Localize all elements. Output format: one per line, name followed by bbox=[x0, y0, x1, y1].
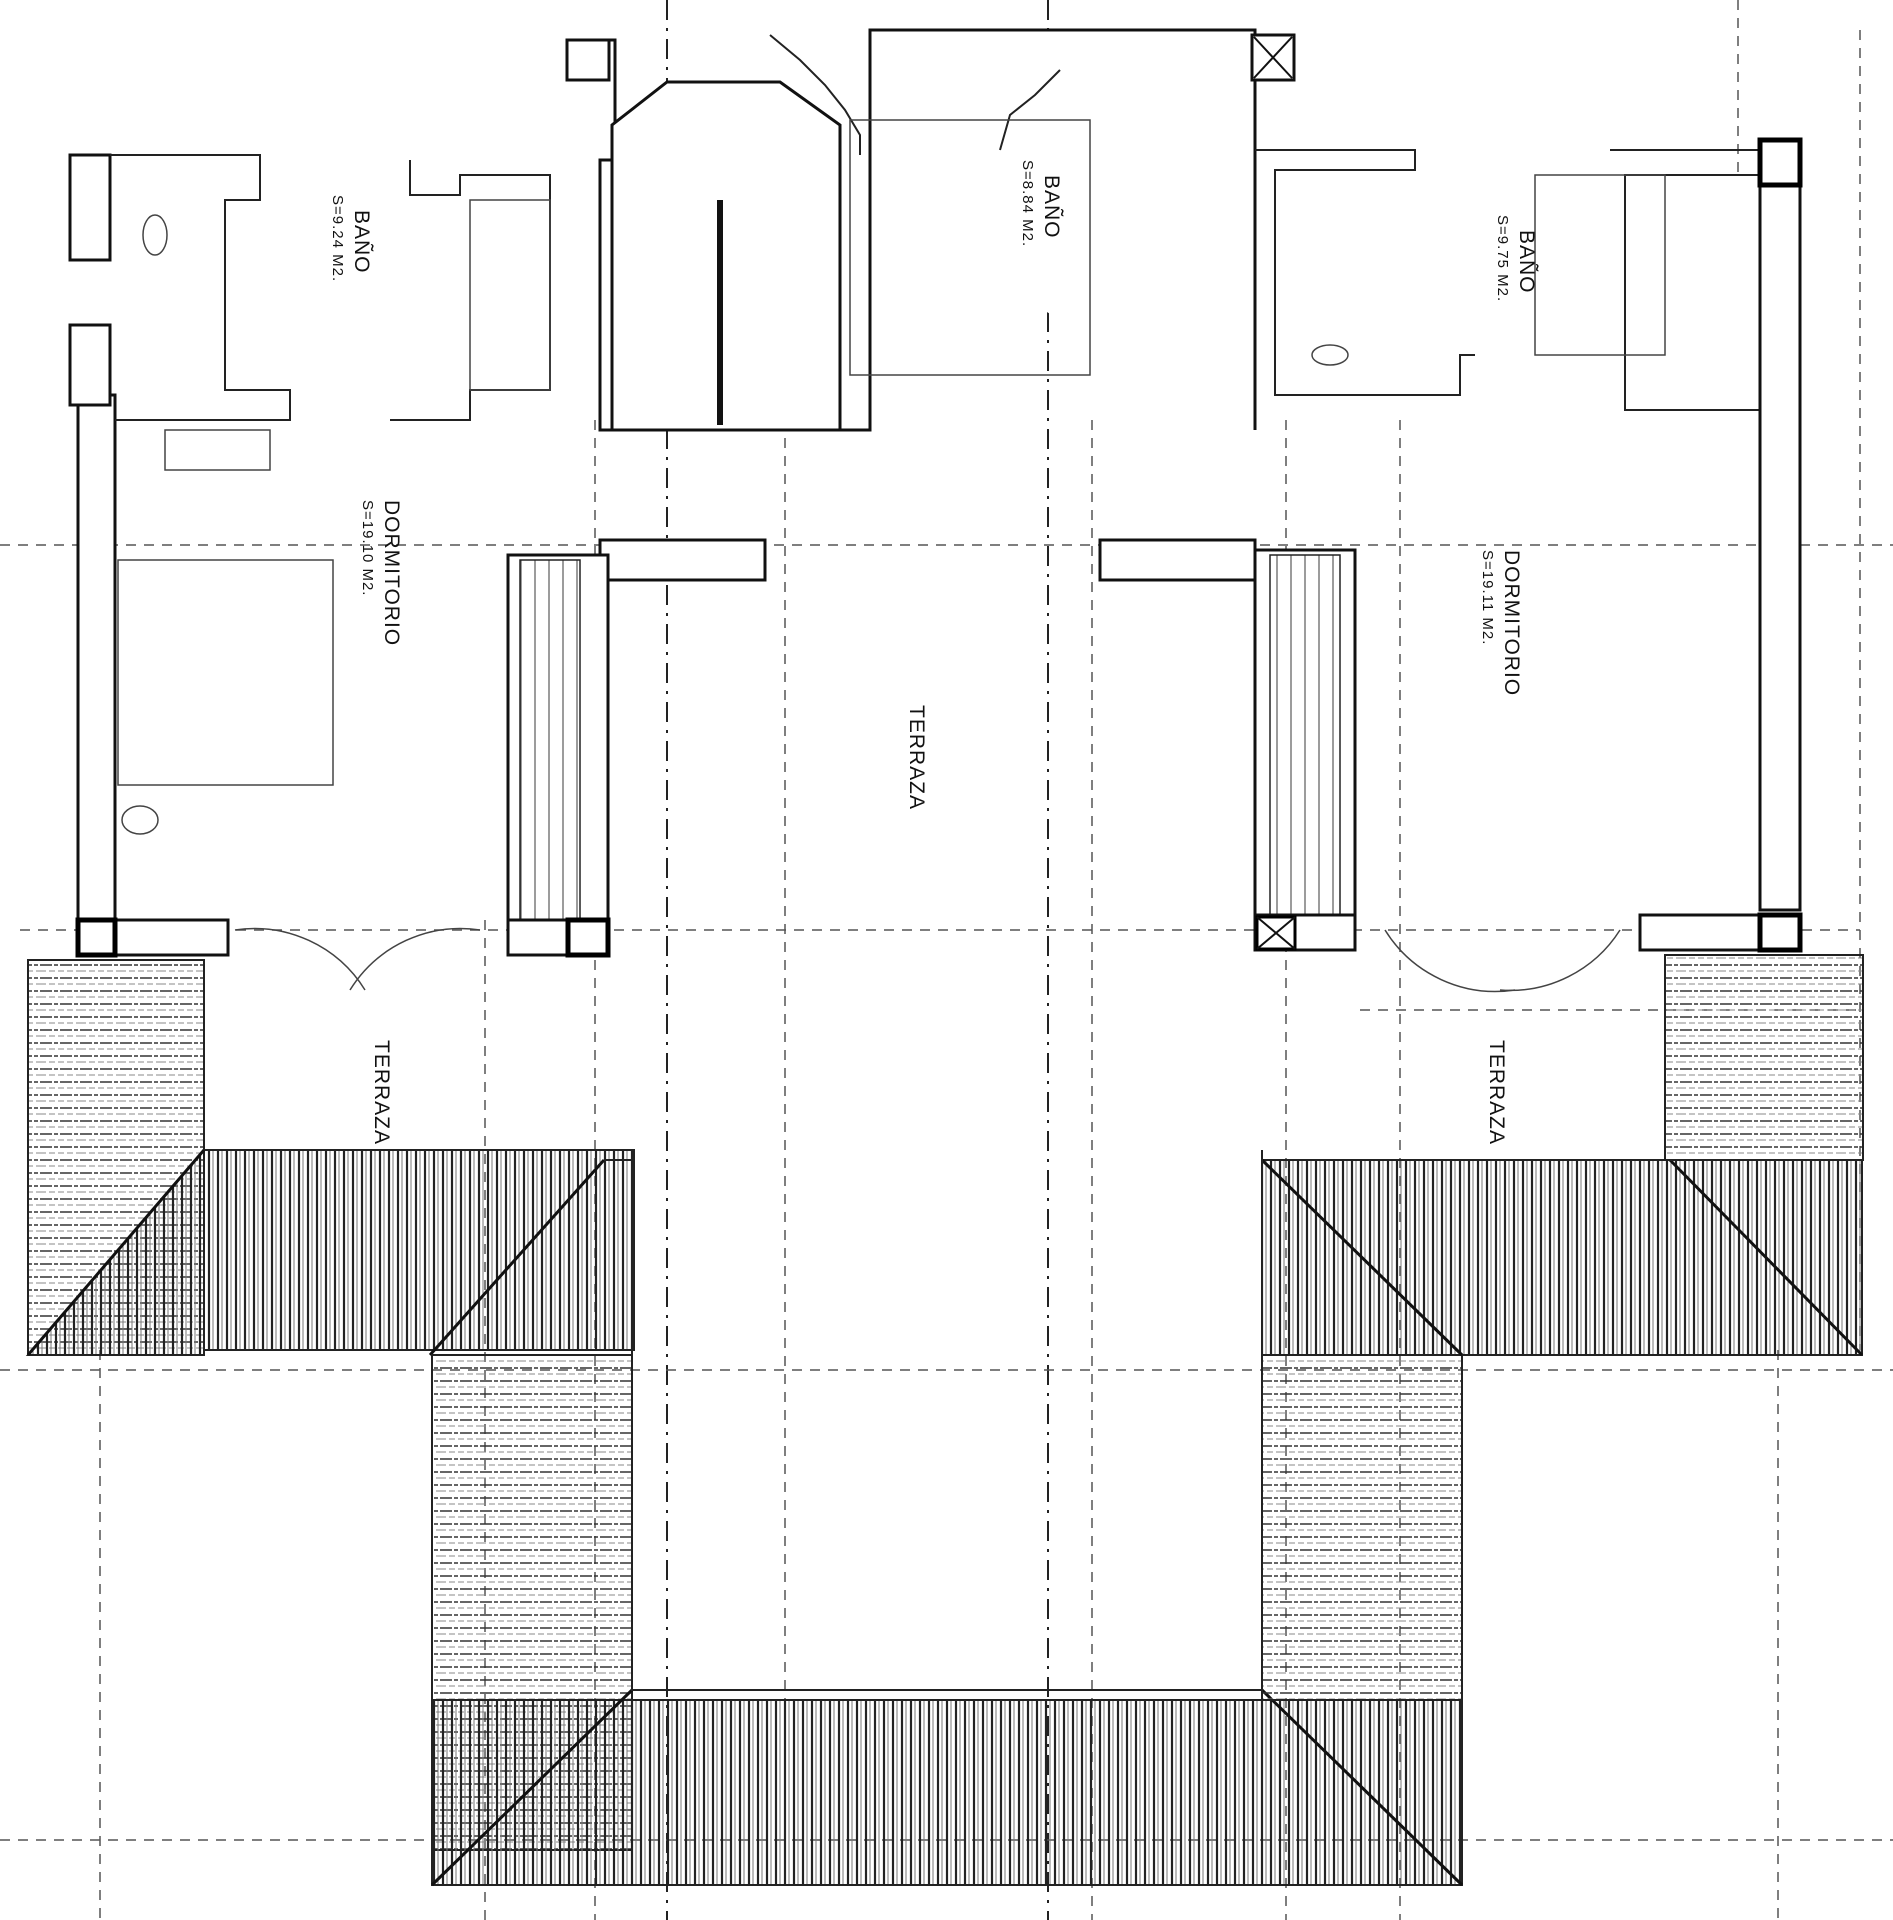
walls bbox=[68, 28, 1803, 1150]
dormitorio-right-name: DORMITORIO bbox=[1500, 550, 1523, 696]
dormitorio-left-area: S=19.10 M2. bbox=[359, 500, 376, 596]
room-labels: BAÑO S=9.24 M2. BAÑO S=8.84 M2. BAÑO S=9… bbox=[329, 160, 1539, 1145]
roof-right bbox=[1664, 954, 1864, 1161]
bano-left-area: S=9.24 M2. bbox=[329, 195, 346, 282]
bano-right-name: BAÑO bbox=[1515, 230, 1539, 294]
bano-center-name: BAÑO bbox=[1040, 175, 1064, 239]
bano-center-area: S=8.84 M2. bbox=[1019, 160, 1036, 247]
bano-left-name: BAÑO bbox=[350, 210, 374, 274]
terraza-center-label: TERRAZA bbox=[905, 705, 928, 810]
central-terrace-outline bbox=[604, 1150, 1263, 1691]
roof-left bbox=[25, 959, 635, 1356]
dormitorio-right-area: S=19.11 M2. bbox=[1479, 550, 1496, 645]
dormitorio-left-name: DORMITORIO bbox=[380, 500, 403, 646]
roof-center-right bbox=[1260, 1158, 1864, 1701]
fixtures bbox=[117, 214, 1349, 835]
doors bbox=[234, 927, 1621, 993]
roof-center-left bbox=[430, 1354, 1464, 1887]
terraza-right-label: TERRAZA bbox=[1485, 1040, 1508, 1145]
terraza-left-label: TERRAZA bbox=[370, 1040, 393, 1145]
bano-right-area: S=9.75 M2. bbox=[1494, 215, 1511, 302]
